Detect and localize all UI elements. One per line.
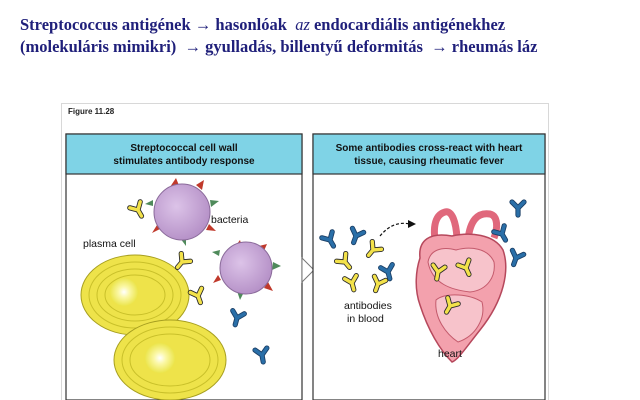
arrow-head-icon — [408, 220, 416, 228]
title-text-italic: az — [295, 15, 310, 34]
figure-label: Figure 11.28 — [68, 107, 115, 116]
title-text: (molekuláris mimikri) — [20, 37, 177, 56]
plasma-cell — [113, 319, 227, 400]
left-header-line-2: stimulates antibody response — [113, 156, 255, 167]
right-header-line-1: Some antibodies cross-react with heart — [336, 143, 523, 154]
right-header — [312, 133, 546, 175]
arrow-icon: → — [194, 15, 212, 34]
bacterium — [145, 178, 219, 246]
slide-title: Streptococcus antigének → hasonlóak az e… — [20, 14, 640, 58]
title-text: gyulladás, billentyű deformitás — [205, 37, 423, 56]
label-plasma-cell: plasma cell — [83, 238, 136, 250]
bacterium — [212, 240, 281, 300]
right-panel: Some antibodies cross-react with heart t… — [312, 133, 546, 400]
left-panel: Streptococcal cell wall stimulates antib… — [65, 133, 303, 400]
title-text: hasonlóak — [215, 15, 287, 34]
left-header — [65, 133, 303, 175]
title-line-2: (molekuláris mimikri) → gyulladás, bille… — [20, 36, 640, 58]
label-antibodies: antibodies — [344, 300, 392, 312]
arrow-icon — [301, 256, 315, 284]
title-text: endocardiális antigénekhez — [313, 15, 506, 34]
label-heart: heart — [438, 348, 462, 360]
label-in-blood: in blood — [347, 313, 384, 325]
right-header-line-2: tissue, causing rheumatic fever — [354, 156, 504, 167]
plasma-cell — [80, 254, 190, 336]
dashed-arrow — [379, 222, 411, 237]
label-bacteria: bacteria — [211, 214, 249, 226]
heart-illustration — [415, 208, 507, 363]
left-header-line-1: Streptococcal cell wall — [130, 143, 237, 154]
arrow-icon: → — [184, 37, 202, 56]
title-text: rheumás láz — [451, 37, 538, 56]
arrow-icon: → — [431, 37, 448, 56]
title-text: Streptococcus antigének — [20, 15, 191, 34]
title-line-1: Streptococcus antigének → hasonlóak az e… — [20, 14, 640, 36]
